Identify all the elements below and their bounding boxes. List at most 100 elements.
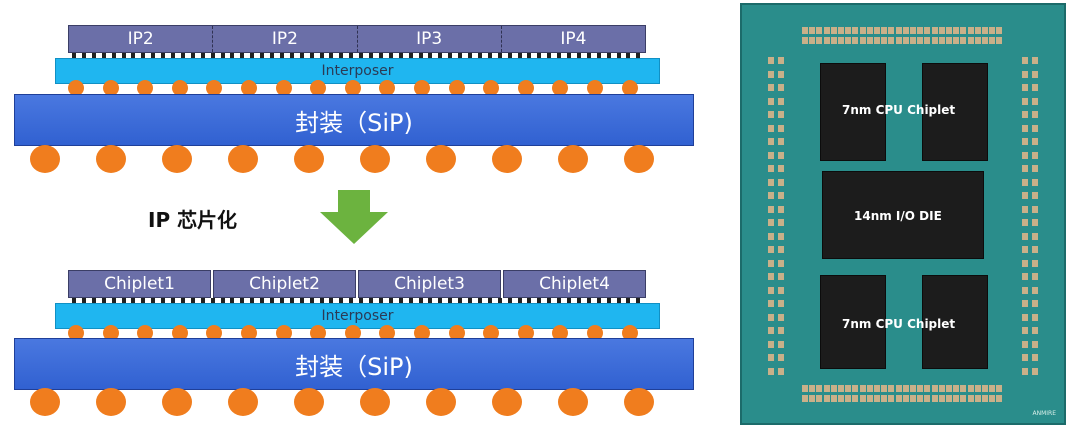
contact-pad bbox=[768, 124, 774, 132]
micro-bump bbox=[626, 298, 631, 303]
contact-pad bbox=[809, 395, 816, 402]
solder-ball bbox=[30, 145, 60, 173]
contact-pad bbox=[1032, 151, 1038, 159]
micro-bump bbox=[359, 298, 364, 303]
contact-pad bbox=[778, 165, 784, 172]
contact-pad bbox=[1032, 259, 1038, 267]
contact-pad bbox=[768, 232, 774, 240]
contact-pad bbox=[816, 27, 823, 34]
contact-pad bbox=[1022, 219, 1028, 226]
micro-bump bbox=[349, 53, 354, 58]
contact-pad bbox=[874, 27, 880, 34]
contact-pad bbox=[1032, 205, 1038, 213]
micro-bump bbox=[210, 298, 215, 303]
c4-bump bbox=[137, 80, 154, 96]
micro-bump bbox=[161, 298, 166, 303]
c4-bump bbox=[517, 80, 534, 96]
contact-pad bbox=[1022, 57, 1028, 64]
contact-pad bbox=[768, 70, 774, 78]
contact-pad bbox=[845, 385, 852, 392]
solder-ball bbox=[294, 145, 324, 173]
micro-bump bbox=[438, 298, 443, 303]
contact-pad bbox=[768, 84, 774, 91]
contact-pad bbox=[802, 385, 808, 392]
micro-bump bbox=[299, 298, 304, 303]
micro-bump bbox=[279, 53, 284, 58]
micro-bump bbox=[339, 53, 344, 58]
micro-bump bbox=[428, 53, 433, 58]
micro-bump bbox=[131, 53, 136, 58]
contact-pad bbox=[866, 37, 873, 44]
micro-bump bbox=[319, 53, 324, 58]
contact-pad bbox=[816, 385, 823, 392]
contact-pad bbox=[866, 27, 873, 34]
solder-ball bbox=[96, 388, 126, 416]
contact-pad bbox=[778, 111, 784, 118]
micro-bump bbox=[388, 298, 393, 303]
micro-bump bbox=[458, 298, 463, 303]
solder-ball bbox=[228, 145, 258, 173]
contact-pad bbox=[888, 395, 895, 402]
contact-pad bbox=[768, 246, 774, 253]
micro-bump bbox=[329, 53, 334, 58]
micro-bump bbox=[240, 298, 245, 303]
contact-pad bbox=[778, 192, 784, 199]
contact-pad bbox=[1032, 165, 1038, 172]
contact-pad bbox=[802, 27, 808, 34]
contact-pad bbox=[974, 395, 981, 402]
solder-ball bbox=[492, 388, 522, 416]
contact-pad bbox=[1022, 124, 1028, 132]
micro-bump bbox=[567, 53, 571, 58]
contact-pad bbox=[852, 395, 859, 402]
c4-bump bbox=[448, 80, 465, 96]
corner-mark: ANMIRE bbox=[1032, 410, 1057, 417]
contact-pad bbox=[768, 205, 774, 213]
solder-ball bbox=[360, 388, 390, 416]
contact-pad bbox=[778, 273, 784, 280]
contact-pad bbox=[895, 385, 902, 392]
micro-bump bbox=[497, 298, 502, 303]
contact-pad bbox=[1032, 70, 1038, 78]
micro-bump bbox=[210, 53, 215, 58]
contact-pad bbox=[778, 205, 784, 213]
contact-pad bbox=[888, 37, 895, 44]
contact-pad bbox=[902, 37, 909, 44]
contact-pad bbox=[989, 37, 996, 44]
top-solder-balls bbox=[30, 145, 680, 175]
c4-bump bbox=[344, 80, 361, 96]
contact-pad bbox=[859, 385, 866, 392]
c4-bump bbox=[206, 80, 223, 96]
contact-pad bbox=[1032, 367, 1038, 375]
micro-bump bbox=[616, 53, 621, 58]
micro-bump bbox=[151, 53, 156, 58]
micro-bump bbox=[547, 298, 552, 303]
micro-bump bbox=[250, 298, 255, 303]
micro-bump bbox=[497, 53, 502, 58]
micro-bump bbox=[378, 53, 383, 58]
micro-bump bbox=[200, 53, 205, 58]
c4-bump bbox=[102, 80, 119, 96]
micro-bump bbox=[141, 298, 146, 303]
contact-pad bbox=[874, 385, 880, 392]
micro-bump bbox=[349, 298, 354, 303]
contact-pad bbox=[953, 37, 960, 44]
chip-package-photo: 7nm CPU Chiplet 14nm I/O DIE 7nm CPU Chi… bbox=[740, 3, 1066, 425]
micro-bump bbox=[72, 53, 76, 58]
c4-bump bbox=[621, 325, 638, 341]
bottom-micro-bumps bbox=[72, 298, 642, 303]
top-ip-row: IP2 IP2 IP3 IP4 bbox=[68, 25, 646, 53]
contact-pad bbox=[1032, 192, 1038, 199]
contact-pad bbox=[1022, 286, 1028, 294]
contact-pad bbox=[888, 385, 895, 392]
contact-pad bbox=[778, 124, 784, 132]
contact-pad bbox=[996, 27, 1003, 34]
contact-pad bbox=[1032, 327, 1038, 334]
contact-pad bbox=[778, 313, 784, 321]
contact-pad bbox=[917, 37, 924, 44]
contact-pad bbox=[1022, 313, 1028, 321]
contact-pad bbox=[895, 27, 902, 34]
contact-pad bbox=[823, 27, 830, 34]
micro-bump bbox=[527, 298, 532, 303]
micro-bump bbox=[171, 298, 175, 303]
contact-pad bbox=[845, 395, 852, 402]
